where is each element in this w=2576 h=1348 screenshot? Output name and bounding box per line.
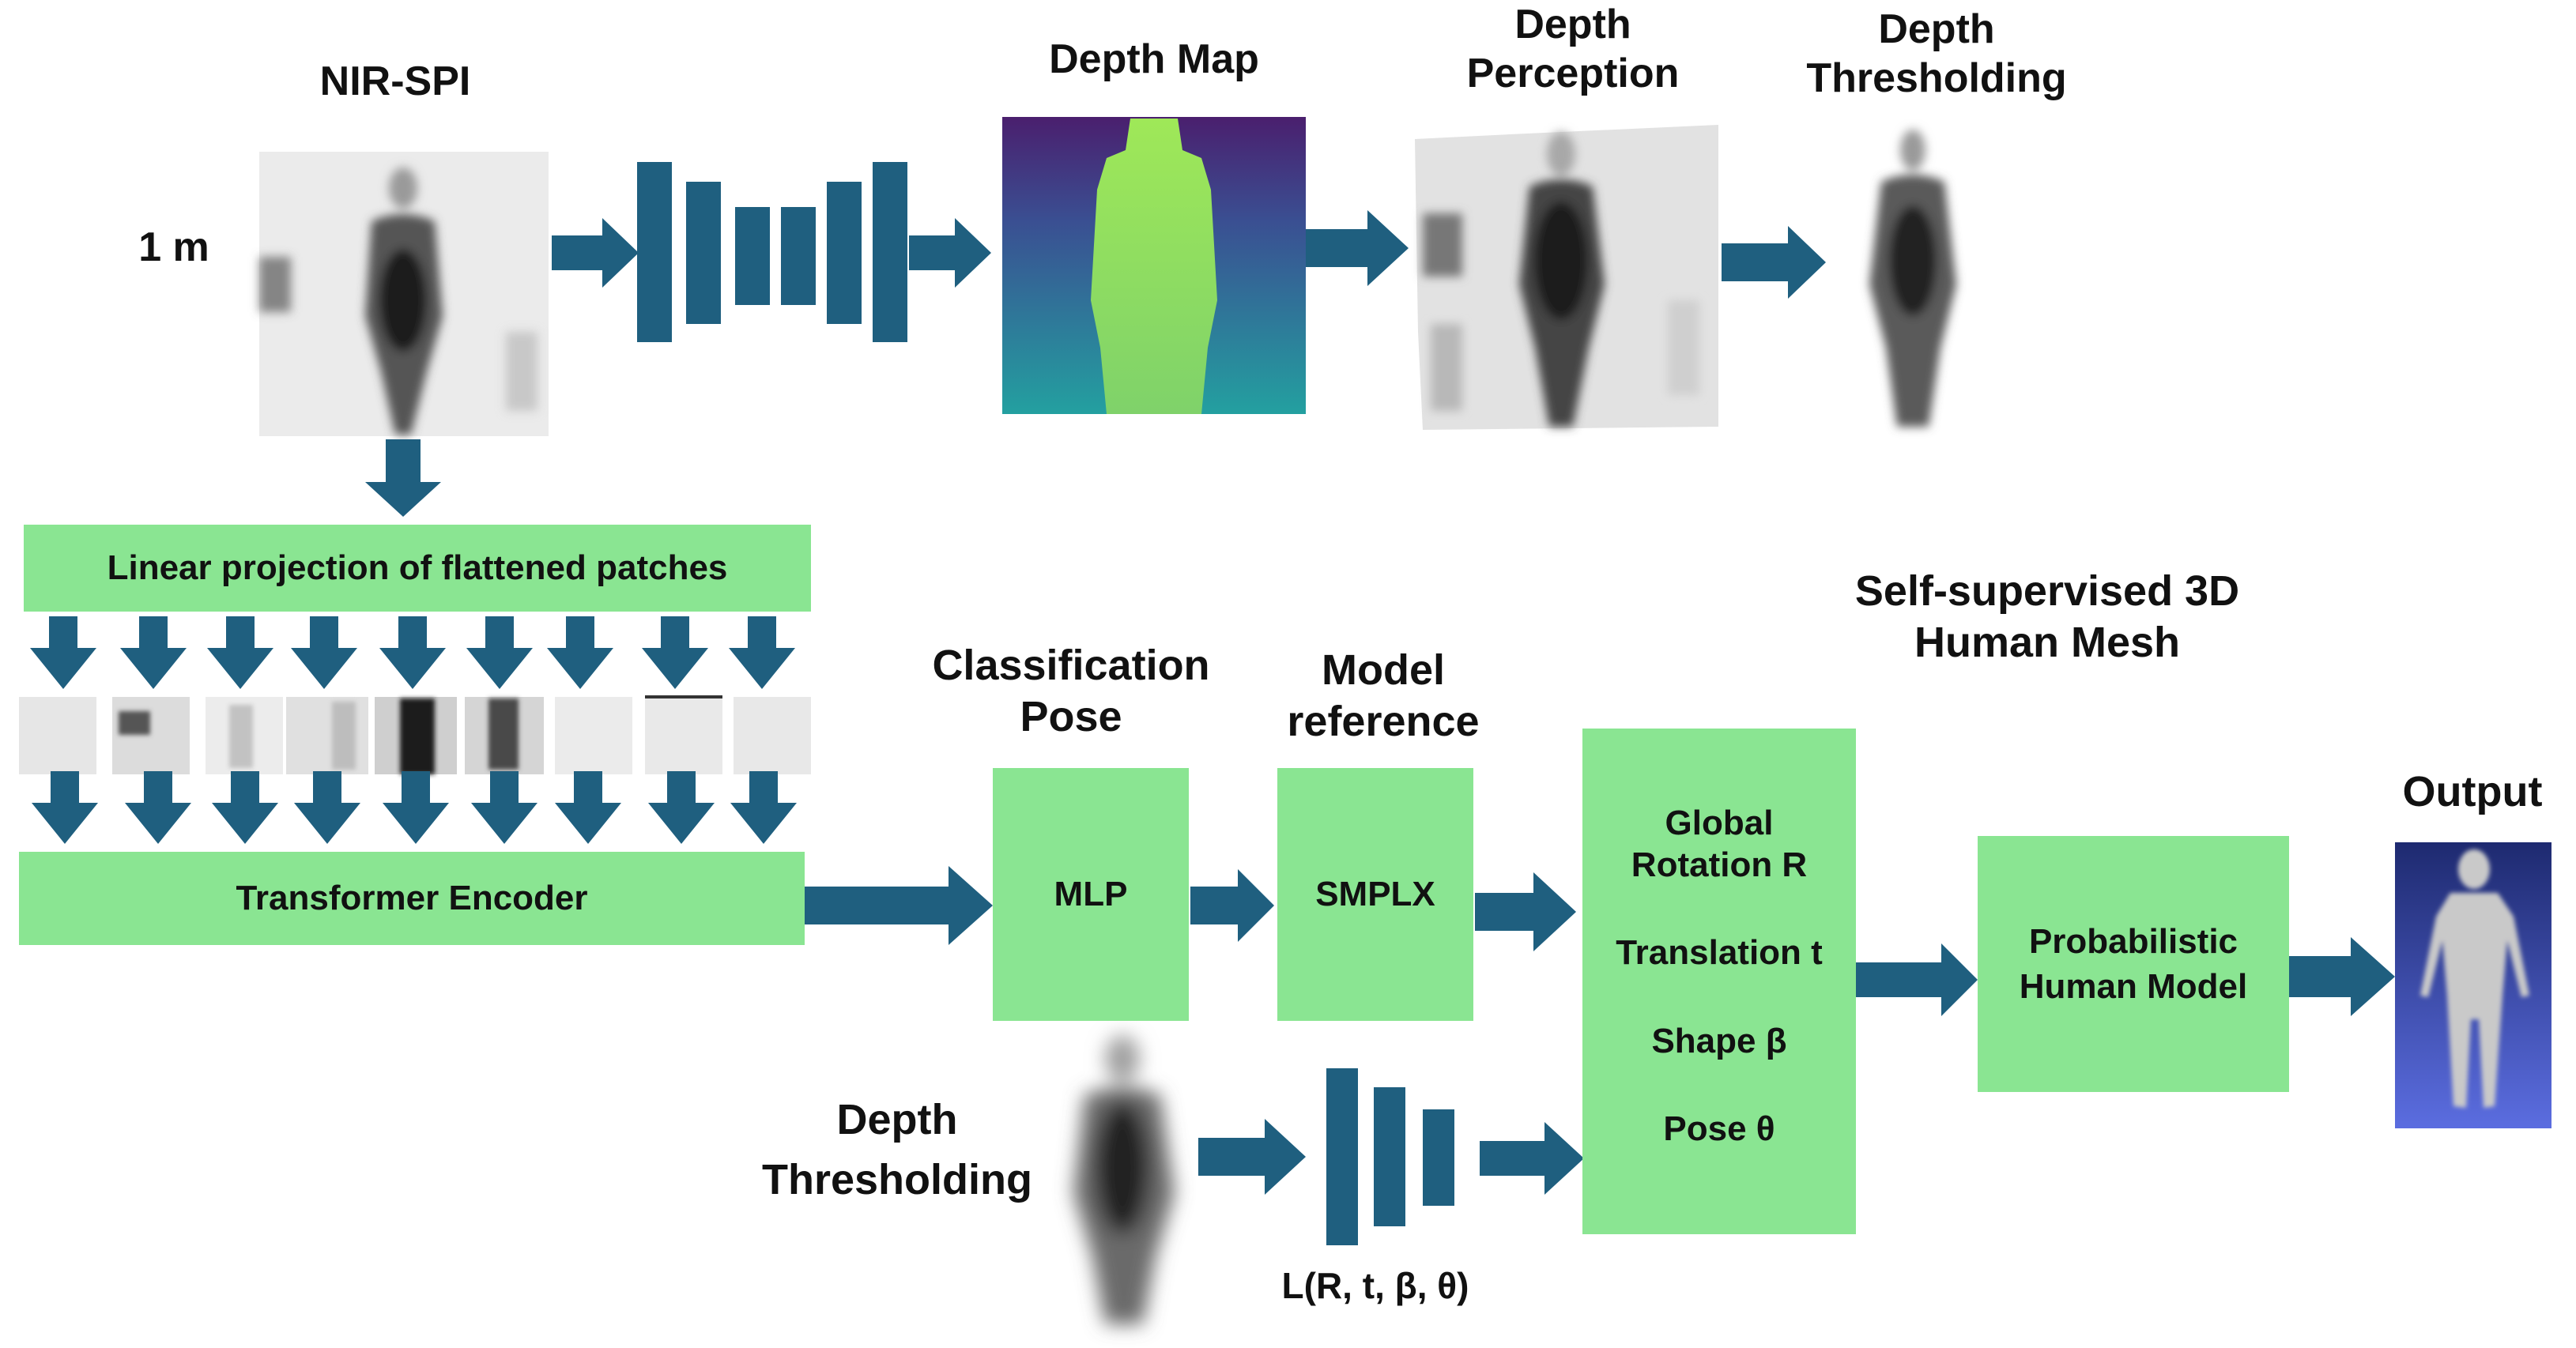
arrow-probabilistic-to-output bbox=[2289, 937, 2395, 1016]
patch-down-arrows-top bbox=[30, 616, 795, 689]
depth-map-label: Depth Map bbox=[1049, 36, 1259, 82]
probabilistic-model-box: Probabilistic Human Model bbox=[1978, 836, 2289, 1092]
global-rotation-label: Global Rotation R bbox=[1631, 804, 1808, 884]
self-supervised-label: Self-supervised 3D Human Mesh bbox=[1854, 567, 2240, 666]
arrow-mesh-to-probabilistic bbox=[1856, 943, 1978, 1016]
shape-label: Shape β bbox=[1651, 1021, 1787, 1060]
arrow-threshold-to-bars bbox=[1198, 1119, 1306, 1195]
transformer-encoder-label: Transformer Encoder bbox=[236, 879, 588, 917]
mlp-label: MLP bbox=[1054, 875, 1128, 913]
output-label: Output bbox=[2402, 768, 2543, 815]
loss-label: L(R, t, β, θ) bbox=[1281, 1265, 1469, 1306]
output-mesh-image bbox=[2395, 842, 2551, 1128]
arrow-bars-to-mesh bbox=[1480, 1122, 1584, 1195]
arrow-transformer-to-mlp bbox=[805, 866, 993, 945]
patch-down-arrows-bottom bbox=[32, 771, 797, 844]
arrow-nir-to-network bbox=[552, 218, 639, 288]
arrow-network-to-depthmap bbox=[909, 218, 991, 288]
depth-thresholding-image-bottom bbox=[1073, 1035, 1175, 1324]
nir-spi-label: NIR-SPI bbox=[319, 58, 471, 104]
mesh-parameters-list: Global Rotation R Translation t Shape β … bbox=[1582, 803, 1856, 1150]
linear-projection-label: Linear projection of flattened patches bbox=[107, 548, 728, 587]
smplx-label: SMPLX bbox=[1315, 875, 1435, 913]
nir-spi-image bbox=[259, 152, 549, 436]
arrow-mlp-to-smplx bbox=[1190, 869, 1274, 942]
depth-thresholding-image-top bbox=[1869, 130, 1956, 427]
depth-map-image bbox=[1002, 117, 1306, 414]
probabilistic-label: Probabilistic Human Model bbox=[2019, 921, 2248, 1006]
loss-network-icon bbox=[1326, 1068, 1454, 1245]
transformer-encoder-box: Transformer Encoder bbox=[19, 852, 805, 945]
arrow-perception-to-threshold bbox=[1722, 226, 1826, 299]
arrow-depthmap-to-perception bbox=[1306, 210, 1409, 286]
classification-pose-label: Classification Pose bbox=[932, 642, 1210, 740]
transformer-encoder-box-bg bbox=[19, 852, 805, 945]
mlp-box: MLP bbox=[993, 768, 1189, 1021]
smplx-box: SMPLX bbox=[1277, 768, 1473, 1021]
linear-projection-box-bg bbox=[24, 525, 811, 612]
linear-projection-box: Linear projection of flattened patches bbox=[24, 525, 811, 612]
arrow-nir-to-projection bbox=[365, 439, 441, 517]
depth-perception-image bbox=[1415, 125, 1718, 430]
image-patches bbox=[19, 695, 811, 774]
translation-label: Translation t bbox=[1616, 933, 1823, 973]
depth-perception-label: Depth Perception bbox=[1466, 2, 1680, 97]
mesh-parameters-box bbox=[1582, 729, 1856, 1234]
distance-label: 1 m bbox=[138, 224, 209, 270]
depth-thresholding-top-label: Depth Thresholding bbox=[1806, 6, 2067, 102]
model-reference-label: Model reference bbox=[1287, 646, 1480, 745]
depth-network-icon bbox=[637, 162, 907, 342]
pose-label: Pose θ bbox=[1663, 1109, 1775, 1149]
arrow-smplx-to-mesh bbox=[1475, 872, 1576, 951]
depth-thresholding-bottom-label: Depth Thresholding bbox=[762, 1096, 1032, 1203]
